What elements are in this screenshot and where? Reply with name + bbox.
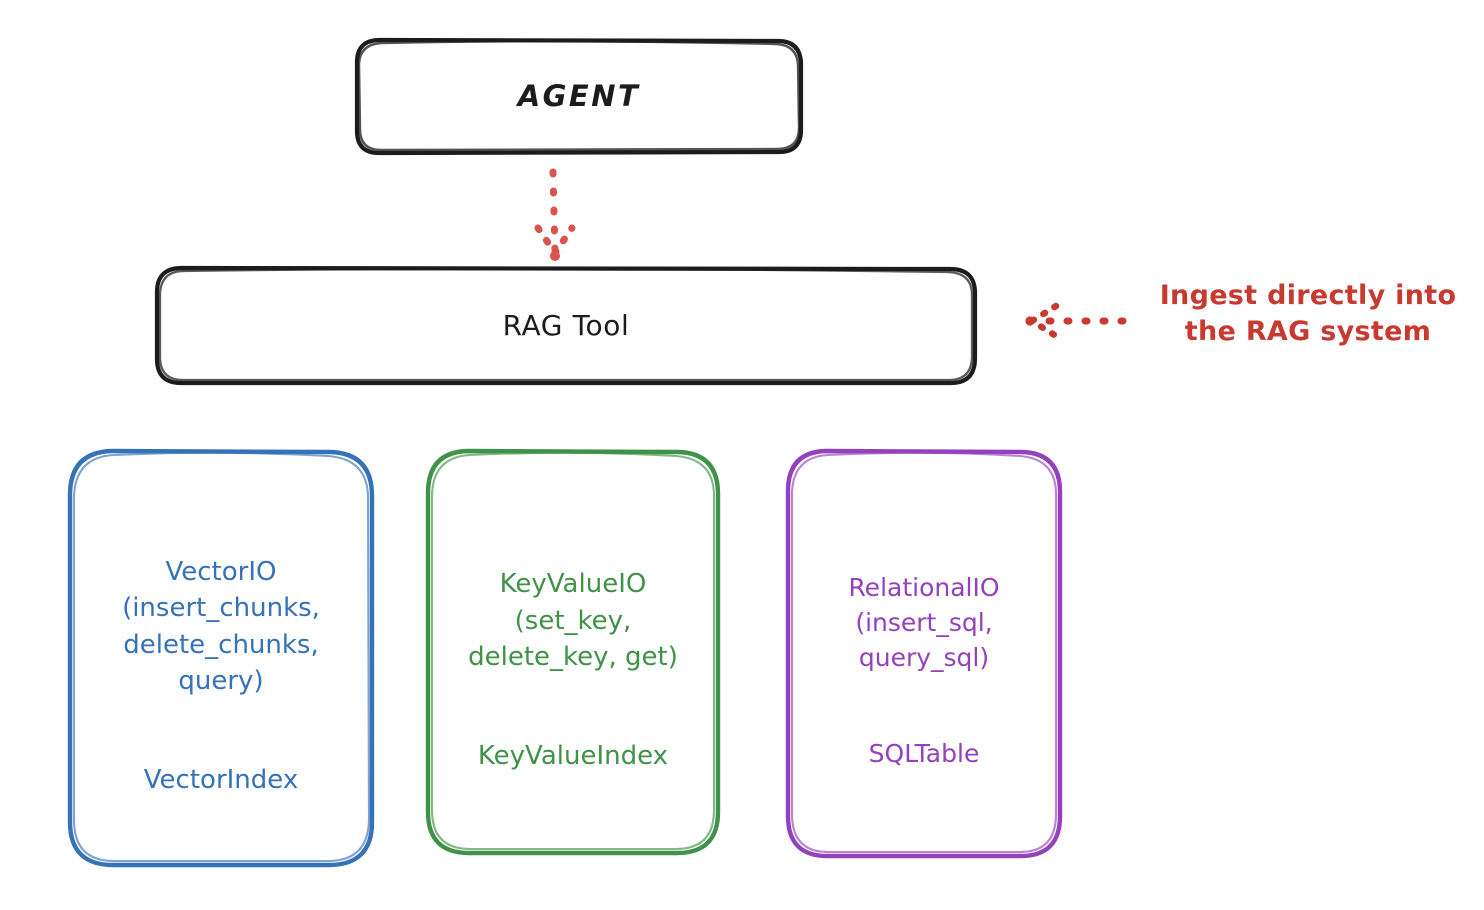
spacer xyxy=(468,675,678,701)
key-value-index-label: KeyValueIndex xyxy=(477,740,669,771)
relational-io-box-outline xyxy=(785,448,1063,859)
relational-io-text: RelationalIO (insert_sql, query_sql) SQL… xyxy=(848,535,999,771)
node-vector-io[interactable]: VectorIO (insert_chunks, delete_chunks, … xyxy=(70,450,372,866)
rag-tool-box-outline xyxy=(154,265,978,386)
agent-label: AGENT xyxy=(517,78,641,113)
annotation-ingest-note: Ingest directly into the RAG system xyxy=(1159,280,1457,347)
sql-table-label: SQLTable xyxy=(868,739,980,768)
vector-index-label: VectorIndex xyxy=(143,764,299,795)
vector-io-text: VectorIO (insert_chunks, delete_chunks, … xyxy=(122,518,320,799)
edge-agent-to-rag-tool xyxy=(534,168,576,261)
node-rag-tool[interactable]: RAG Tool xyxy=(156,267,976,384)
vector-io-box-outline xyxy=(67,448,375,868)
key-value-io-text: KeyValueIO (set_key, delete_key, get) Ke… xyxy=(468,530,678,774)
spacer xyxy=(122,700,320,726)
spacer xyxy=(848,675,999,701)
agent-box-outline xyxy=(354,37,804,156)
node-agent[interactable]: AGENT xyxy=(356,39,802,154)
relational-io-label: RelationalIO (insert_sql, query_sql) xyxy=(848,573,1000,672)
rag-tool-label: RAG Tool xyxy=(502,308,630,342)
key-value-io-box-outline xyxy=(425,448,721,856)
key-value-io-label: KeyValueIO (set_key, delete_key, get) xyxy=(468,569,678,672)
vector-io-label: VectorIO (insert_chunks, delete_chunks, … xyxy=(122,557,320,697)
node-relational-io[interactable]: RelationalIO (insert_sql, query_sql) SQL… xyxy=(788,450,1060,856)
node-key-value-io[interactable]: KeyValueIO (set_key, delete_key, get) Ke… xyxy=(428,450,718,854)
edge-ingest-pointer xyxy=(1025,302,1127,340)
